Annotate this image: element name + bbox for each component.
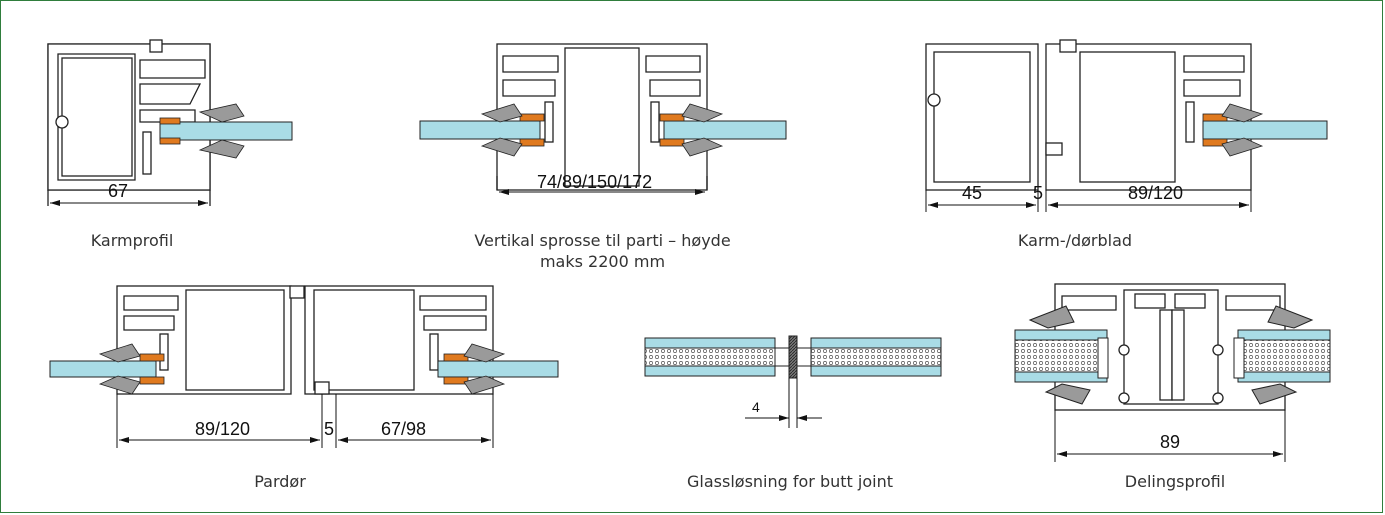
pardor-glass [49, 343, 559, 395]
caption-pardor: Pardør [254, 472, 306, 491]
pardor-gap-label: 5 [324, 419, 334, 439]
karmprofil-width-label: 67 [108, 181, 128, 201]
karm-dorblad-glass [1202, 103, 1328, 157]
butt-joint-drawing [644, 335, 942, 379]
butt-gap-label: 4 [752, 399, 760, 415]
delingsprofil-glass [1014, 305, 1331, 405]
caption-sprosse-line1: Vertikal sprosse til parti – høyde [474, 231, 731, 250]
deling-width-label: 89 [1160, 432, 1180, 452]
karmprofil-dimension: 67 [50, 181, 208, 206]
butt-joint-dimension [745, 378, 822, 428]
karmprofil-drawing [47, 39, 211, 206]
caption-delingsprofil: Delingsprofil [1124, 472, 1226, 491]
caption-butt-joint: Glassløsning for butt joint [687, 472, 893, 491]
karm-left-label: 45 [962, 183, 982, 203]
sprosse-width-label: 74/89/150/172 [537, 172, 652, 192]
karm-dorblad-drawing [925, 39, 1252, 191]
sprosse-dimension: 74/89/150/172 [499, 172, 705, 195]
pardor-right-label: 67/98 [381, 419, 426, 439]
karm-dorblad-dimension [925, 190, 1252, 212]
pardor-dimension [116, 394, 494, 448]
delingsprofil-dimension [1054, 410, 1286, 462]
karm-right-label: 89/120 [1128, 183, 1183, 203]
pardor-left-label: 89/120 [195, 419, 250, 439]
karm-gap-label: 5 [1033, 183, 1043, 203]
karmprofil-glass [159, 103, 293, 159]
sprosse-glass [419, 103, 787, 157]
pardor-drawing [116, 285, 494, 395]
caption-sprosse-line2: maks 2200 mm [539, 252, 666, 271]
caption-sprosse: Vertikal sprosse til parti – høyde maks … [430, 230, 775, 272]
caption-karm-dorblad: Karm-/dørblad [1017, 231, 1133, 250]
caption-karmprofil: Karmprofil [90, 231, 174, 250]
